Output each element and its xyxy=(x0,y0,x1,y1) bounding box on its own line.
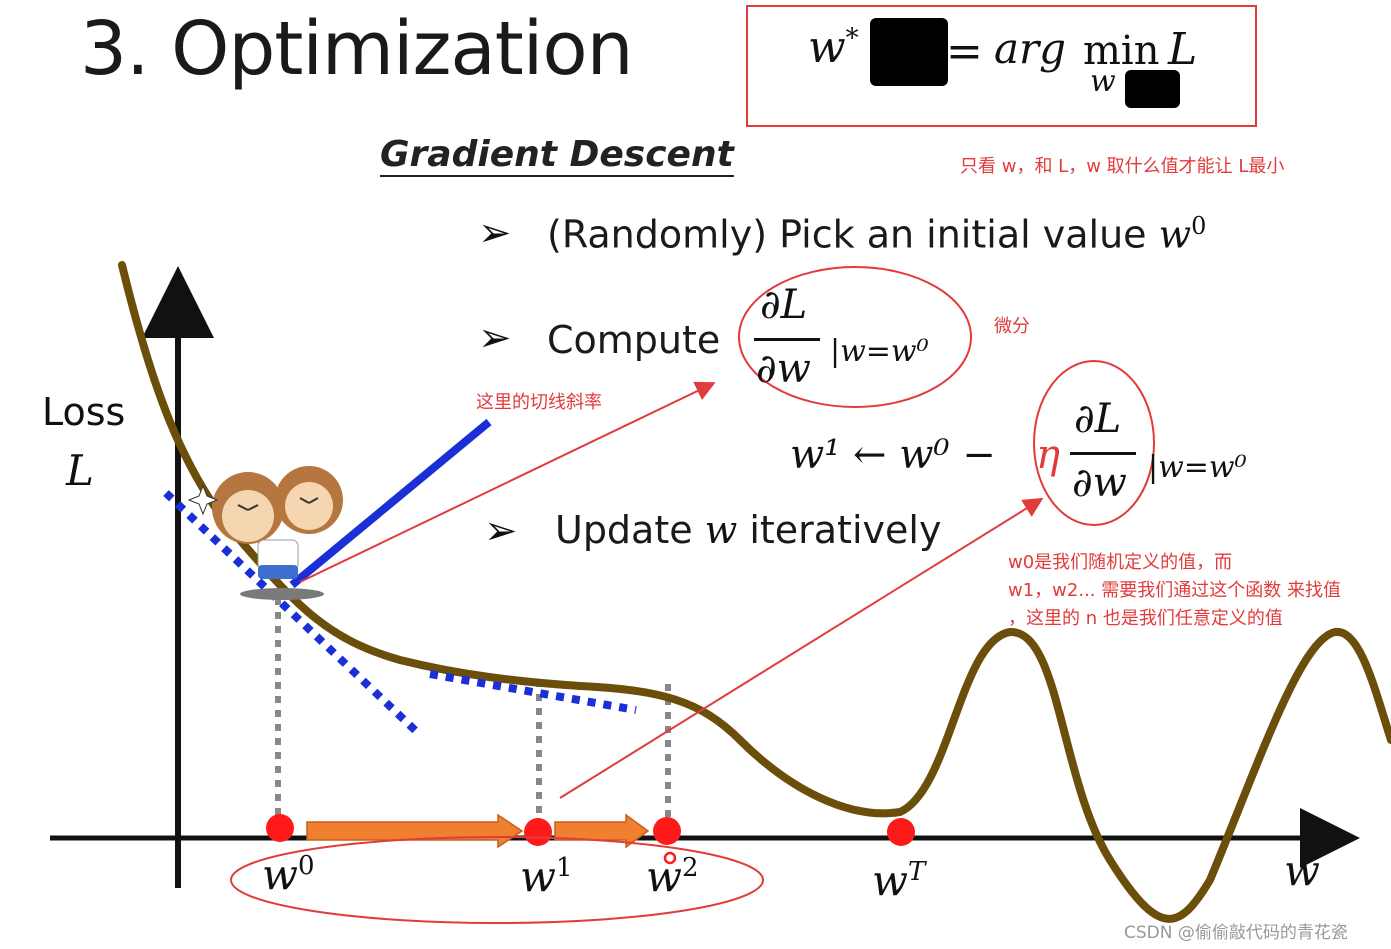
bullet-3: Update w iteratively xyxy=(555,508,941,552)
point-w0 xyxy=(266,814,294,842)
label-w0: w0 xyxy=(262,850,315,899)
update-lhs: w¹ ← w⁰ − xyxy=(790,432,996,478)
argmin-formula-box xyxy=(746,5,1257,127)
bullet-arrow-3: ➢ xyxy=(484,508,518,554)
derivative-eval: |w=w⁰ xyxy=(830,334,929,369)
tangent-note-arrow xyxy=(299,381,716,583)
bullet-3-text: Update xyxy=(555,508,705,552)
label-wT-var: w xyxy=(872,856,908,905)
watermark: CSDN @偷偷敲代码的青花瓷 xyxy=(1124,923,1348,943)
note-w-line2: w1，w2... 需要我们通过这个函数 来找值 xyxy=(1008,580,1341,601)
monkey-character xyxy=(187,466,343,600)
loss-curve xyxy=(118,261,1391,923)
x-axis-label-w: w xyxy=(1284,846,1320,895)
update-den: ∂w xyxy=(1072,460,1127,506)
bullet-1: (Randomly) Pick an initial value w0 xyxy=(547,212,1206,257)
formula-L: L xyxy=(1168,24,1198,75)
bullet-arrow-2: ➢ xyxy=(478,315,512,361)
step-arrow-1 xyxy=(306,813,524,849)
points-ellipse xyxy=(230,836,764,924)
note-diff: 微分 xyxy=(994,316,1030,337)
formula-lhs-sup: * xyxy=(845,23,859,54)
label-w0-var: w xyxy=(262,850,298,899)
tangent-dotted-w1 xyxy=(429,670,637,714)
small-marker xyxy=(663,851,677,865)
note-tangent: 这里的切线斜率 xyxy=(476,392,602,413)
label-wT: wT xyxy=(872,856,925,905)
label-w2-sup: 2 xyxy=(681,853,699,883)
update-num: ∂L xyxy=(1074,396,1122,442)
redaction-block xyxy=(870,18,948,86)
update-bar xyxy=(1070,452,1136,455)
label-w1: w1 xyxy=(520,852,573,901)
note-top: 只看 w，和 L，w 取什么值才能让 L最小 xyxy=(960,156,1285,177)
formula-min: min xyxy=(1083,28,1160,74)
derivative-den: ∂w xyxy=(756,346,811,392)
derivative-bar xyxy=(754,338,820,341)
point-wT xyxy=(887,818,915,846)
derivative-num: ∂L xyxy=(760,282,808,328)
label-w0-sup: 0 xyxy=(297,851,315,881)
bullet-3-var: w xyxy=(704,508,738,552)
eta-note-arrow xyxy=(559,497,1044,799)
bullet-1-var: w xyxy=(1158,212,1192,257)
formula-eq: = xyxy=(946,26,983,77)
section-subtitle: Gradient Descent xyxy=(380,134,734,177)
note-w-line3: ，这里的 n 也是我们任意定义的值 xyxy=(1008,608,1283,629)
bullet-1-text: (Randomly) Pick an initial value xyxy=(547,212,1159,257)
derivative-ellipse xyxy=(738,266,972,408)
formula-lhs: w xyxy=(808,22,846,73)
point-w2 xyxy=(653,817,681,845)
formula-arg: arg xyxy=(994,24,1067,73)
y-axis-label-L: L xyxy=(66,446,94,495)
redaction-block-sub xyxy=(1125,70,1180,108)
argmin-formula: w* xyxy=(808,22,859,73)
update-eval: |w=w⁰ xyxy=(1148,450,1247,485)
y-axis-label-loss: Loss xyxy=(42,390,126,434)
update-eta: η xyxy=(1036,432,1060,478)
page-title: 3. Optimization xyxy=(80,6,634,92)
label-w2: w2 xyxy=(646,852,699,901)
bullet-arrow-1: ➢ xyxy=(478,210,512,256)
gradient-line xyxy=(289,418,492,589)
formula-min-sub: w xyxy=(1090,64,1116,99)
bullet-3-tail: iteratively xyxy=(737,508,942,552)
label-w1-var: w xyxy=(520,852,556,901)
eta-ellipse xyxy=(1033,360,1155,526)
bullet-1-sup: 0 xyxy=(1191,212,1207,240)
label-wT-sup: T xyxy=(907,857,926,887)
bullet-2-text: Compute xyxy=(547,318,721,362)
label-w2-var: w xyxy=(646,852,682,901)
tangent-dotted-w0 xyxy=(163,490,421,736)
point-w1 xyxy=(524,818,552,846)
label-w1-sup: 1 xyxy=(555,853,573,883)
note-w-line1: w0是我们随机定义的值，而 xyxy=(1008,552,1233,573)
